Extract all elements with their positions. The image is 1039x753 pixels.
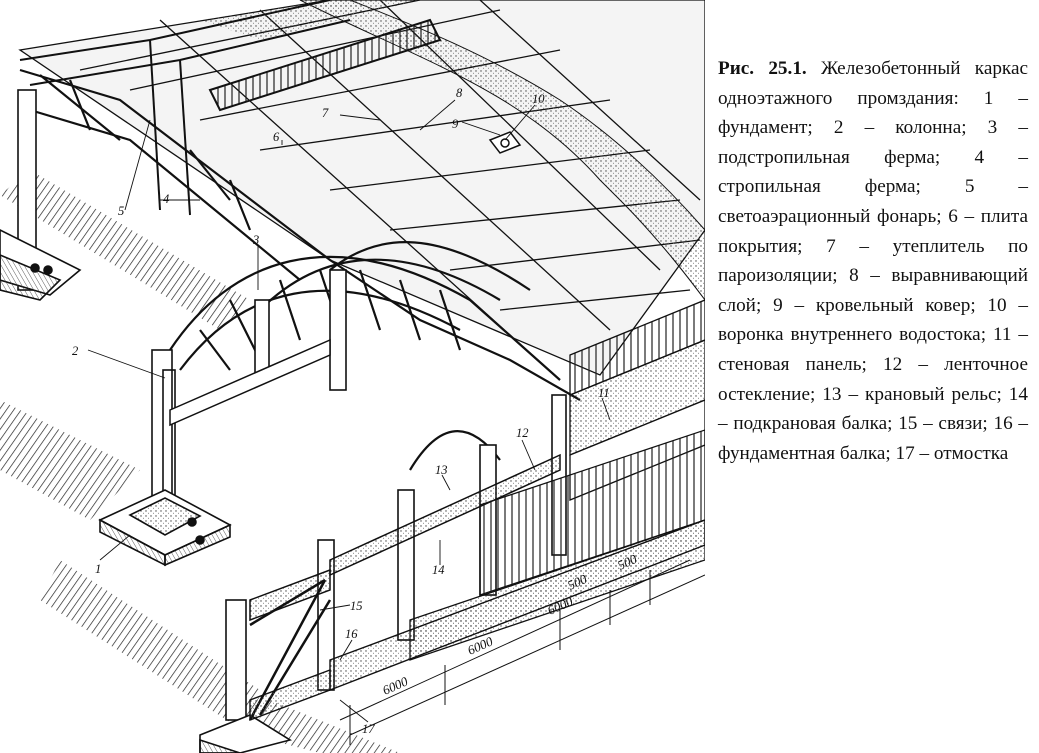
figure-caption-text: Железобетонный каркас одноэтажного промз… xyxy=(718,58,1028,464)
callout-16: 16 xyxy=(345,627,358,641)
callout-14: 14 xyxy=(432,563,445,577)
callout-3: 3 xyxy=(252,233,259,247)
crane-beams xyxy=(169,338,561,622)
callout-2: 2 xyxy=(72,344,78,358)
foundations xyxy=(0,229,292,753)
figure-label: Рис. 25.1. xyxy=(718,58,807,79)
isometric-frame-drawing: 6000 6000 6000 500 500 xyxy=(0,0,705,753)
drain-funnel-icon xyxy=(488,131,522,154)
lantern-frame xyxy=(19,0,442,216)
ground-hatching xyxy=(0,170,400,753)
callout-10: 10 xyxy=(532,92,545,106)
callout-1: 1 xyxy=(95,562,101,576)
callout-12: 12 xyxy=(516,426,529,440)
foundation-beam xyxy=(249,519,705,722)
roof-trusses xyxy=(19,68,581,471)
callout-5: 5 xyxy=(118,204,124,218)
callout-13: 13 xyxy=(435,463,448,477)
callout-17: 17 xyxy=(362,722,375,736)
callout-6: 6 xyxy=(273,130,280,144)
callout-9: 9 xyxy=(452,117,459,131)
dimension-label: 500 xyxy=(615,551,639,573)
dimension-label: 500 xyxy=(565,571,589,593)
callout-8: 8 xyxy=(456,86,463,100)
roof-layers xyxy=(200,0,705,301)
figure-caption: Рис. 25.1. Железобетонный каркас одноэта… xyxy=(718,54,1028,468)
callout-4: 4 xyxy=(163,192,169,206)
leader-lines xyxy=(87,99,611,723)
callout-11: 11 xyxy=(598,386,610,400)
callout-15: 15 xyxy=(350,599,363,613)
callout-labels: 1 2 3 4 5 6 7 8 9 10 11 12 13 14 15 16 1… xyxy=(72,86,610,736)
dimension-lines xyxy=(339,559,705,745)
dimension-label: 6000 xyxy=(380,673,410,697)
callout-7: 7 xyxy=(322,106,329,120)
